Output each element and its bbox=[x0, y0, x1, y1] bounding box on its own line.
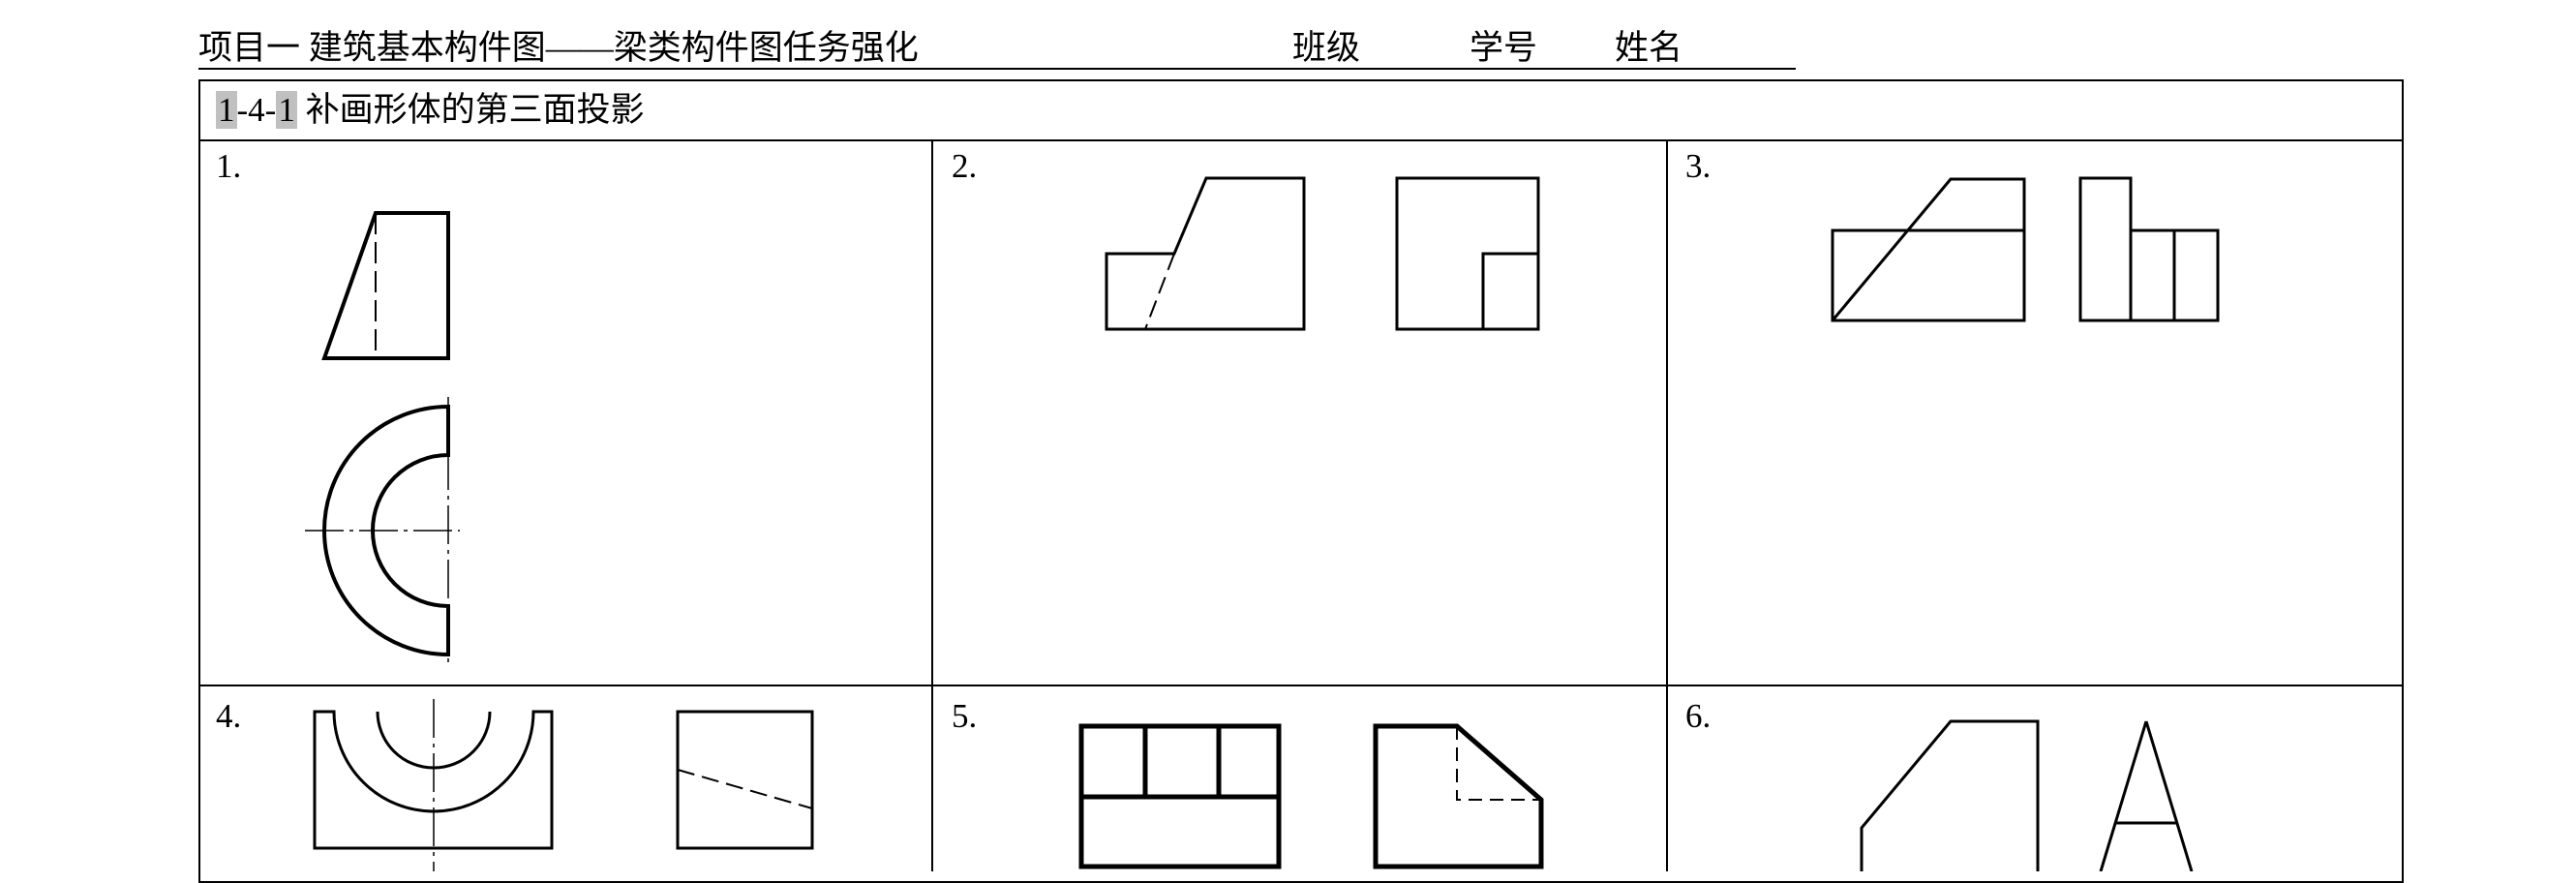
project-title: 项目一 建筑基本构件图——梁类构件图任务强化 bbox=[198, 29, 919, 67]
exercise-number-highlight-1: 1 bbox=[216, 91, 237, 129]
problem-6-front-view bbox=[1860, 719, 2040, 871]
problem-2-front-view bbox=[1105, 176, 1306, 331]
problem-5-front-view bbox=[1078, 723, 1282, 869]
exercise-number-middle: -4- bbox=[236, 91, 277, 129]
problem-1-front-view bbox=[321, 211, 450, 360]
problem-2-hidden-line bbox=[1144, 253, 1175, 330]
header-underline bbox=[198, 68, 1796, 70]
problem-label-6: 6. bbox=[1685, 697, 1712, 735]
table-grid-lines bbox=[198, 139, 2404, 871]
problem-5-hidden-lines bbox=[1456, 726, 1541, 801]
student-id-label: 学号 bbox=[1470, 29, 1538, 67]
name-label: 姓名 bbox=[1615, 29, 1683, 67]
exercise-number-highlight-2: 1 bbox=[276, 91, 297, 129]
problem-label-2: 2. bbox=[952, 147, 978, 185]
problem-1-ring-view bbox=[305, 397, 460, 668]
problem-6-side-view bbox=[2099, 720, 2194, 871]
exercise-title: 补画形体的第三面投影 bbox=[305, 91, 645, 129]
problem-4-side-view bbox=[676, 710, 814, 850]
exercise-caption: 1-4-1 补画形体的第三面投影 bbox=[216, 89, 645, 132]
problem-label-3: 3. bbox=[1685, 147, 1712, 185]
problem-5-side-view bbox=[1373, 723, 1544, 869]
problem-3-side-view bbox=[2078, 176, 2220, 322]
problem-2-side-view bbox=[1395, 176, 1540, 331]
problem-4-hidden-line bbox=[677, 769, 813, 809]
class-label: 班级 bbox=[1292, 29, 1361, 67]
problem-4-front-view bbox=[313, 699, 554, 871]
problem-label-4: 4. bbox=[216, 697, 242, 735]
problem-label-1: 1. bbox=[216, 147, 242, 185]
problem-label-5: 5. bbox=[952, 697, 978, 735]
problem-3-front-view bbox=[1831, 177, 2026, 322]
